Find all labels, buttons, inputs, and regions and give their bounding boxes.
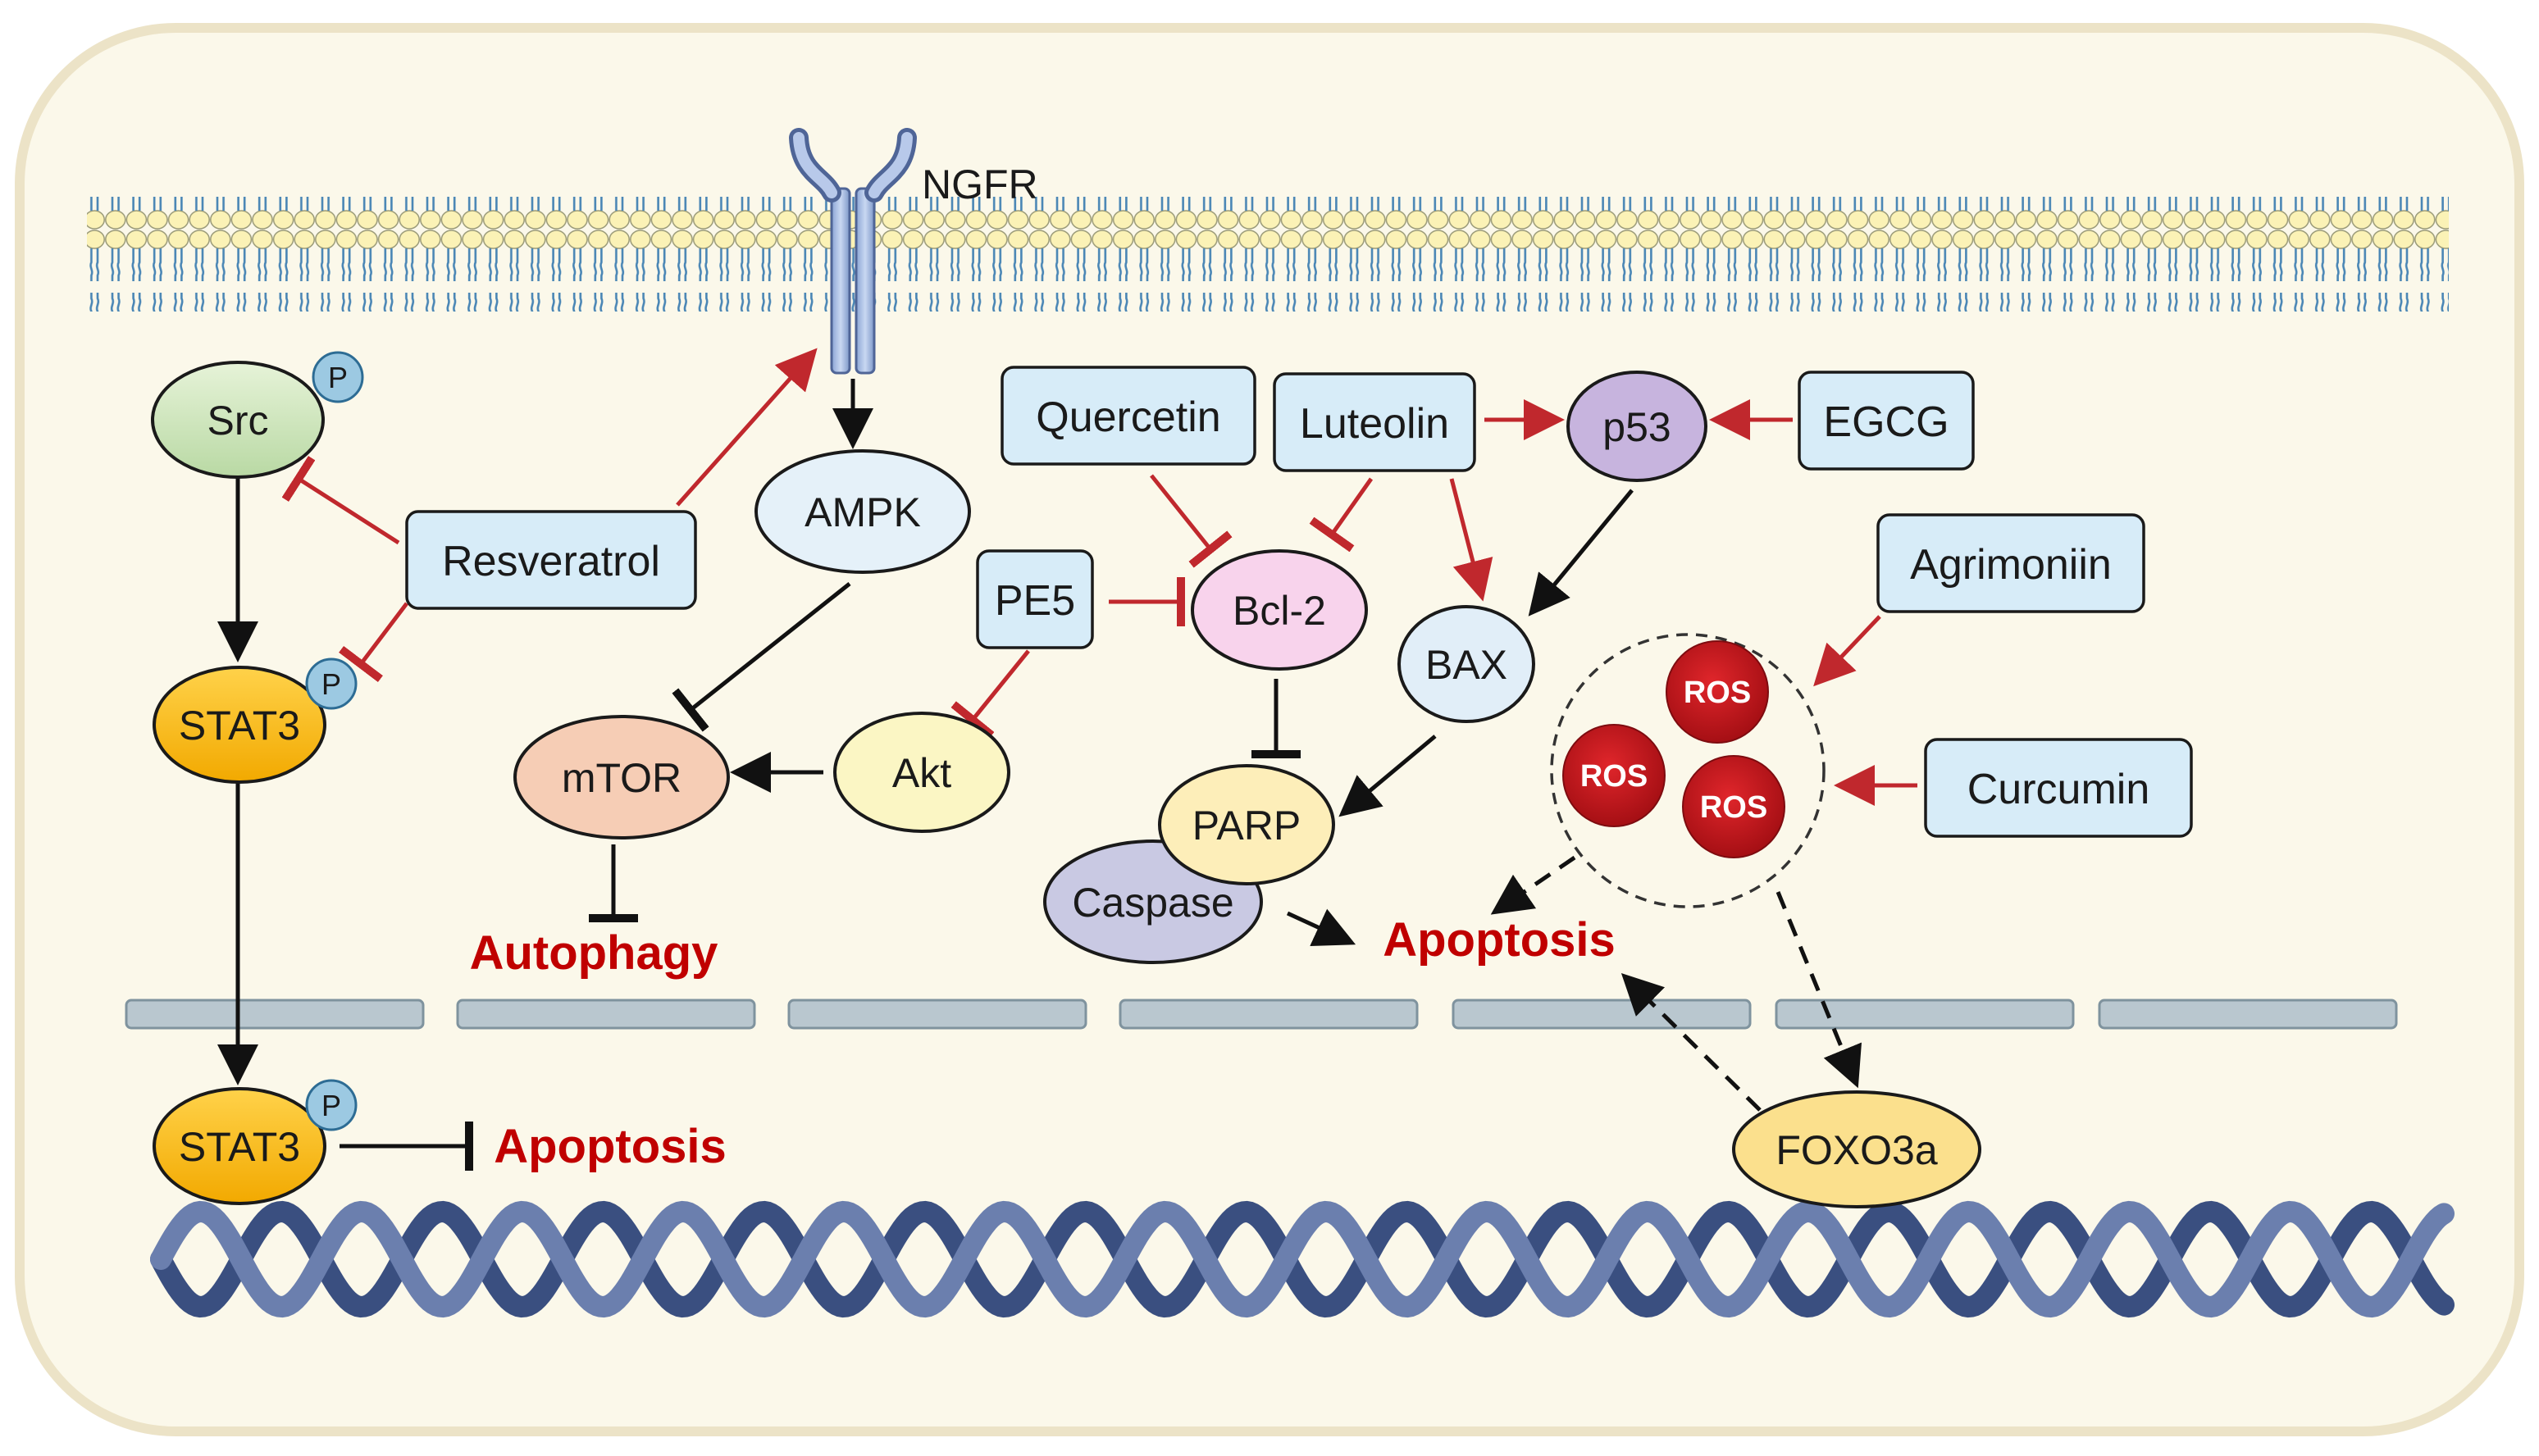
phospho-badge: P <box>305 657 358 710</box>
edge-ampk-mtor <box>672 582 851 732</box>
ros-molecule: ROS <box>1666 640 1769 744</box>
svg-text:P: P <box>321 667 341 701</box>
svg-text:AMPK: AMPK <box>805 489 921 535</box>
svg-text:PE5: PE5 <box>995 577 1075 625</box>
edge-pe5-akt <box>950 649 1030 739</box>
node-p53: p53 <box>1566 371 1707 482</box>
svg-text:EGCG: EGCG <box>1823 398 1949 446</box>
svg-text:Curcumin: Curcumin <box>1967 766 2150 813</box>
svg-text:p53: p53 <box>1602 404 1671 450</box>
edge-ros-apoptosis <box>1490 855 1576 915</box>
edge-quercetin-bcl2 <box>1150 474 1233 568</box>
edge-luteolin-bcl2 <box>1309 477 1374 553</box>
svg-text:PARP: PARP <box>1192 803 1301 849</box>
phospho-badge: P <box>312 351 364 403</box>
svg-text:Resveratrol: Resveratrol <box>442 538 660 585</box>
ros-cluster-boundary <box>1550 633 1826 908</box>
ngfr-receptor <box>789 128 917 375</box>
svg-text:STAT3: STAT3 <box>179 1124 300 1170</box>
svg-text:Src: Src <box>207 398 269 444</box>
edge-bax-parp <box>1338 735 1437 817</box>
edge-foxo3a-apoptosis <box>1620 972 1762 1112</box>
compound-resveratrol: Resveratrol <box>405 510 697 610</box>
svg-text:Agrimoniin: Agrimoniin <box>1910 541 2112 589</box>
edge-luteolin-bax <box>1449 478 1493 602</box>
outcome-autophagy: Autophagy <box>470 926 718 980</box>
compound-curcumin: Curcumin <box>1924 738 2193 838</box>
ros-molecule: ROS <box>1562 724 1666 827</box>
svg-text:ROS: ROS <box>1700 790 1767 825</box>
node-stat3-nucleus: STAT3 <box>153 1087 326 1205</box>
node-ampk: AMPK <box>754 449 971 574</box>
compound-agrimoniin: Agrimoniin <box>1876 513 2145 613</box>
edge-p53-bax <box>1528 489 1634 617</box>
node-foxo3a: FOXO3a <box>1732 1090 1981 1208</box>
ngfr-label: NGFR <box>922 162 1038 207</box>
dna-helix <box>150 1200 2455 1318</box>
phospho-badge: P <box>305 1079 358 1131</box>
ros-molecule: ROS <box>1682 755 1785 858</box>
nuclear-envelope <box>125 999 2398 1030</box>
node-stat3-cytoplasm: STAT3 <box>153 666 326 784</box>
svg-text:Luteolin: Luteolin <box>1300 400 1449 448</box>
svg-text:BAX: BAX <box>1425 642 1507 688</box>
node-src: Src <box>151 361 325 479</box>
svg-text:P: P <box>328 361 348 394</box>
edge-resveratrol-stat3 <box>339 602 408 683</box>
node-akt: Akt <box>833 712 1010 833</box>
svg-text:Caspase: Caspase <box>1072 880 1233 926</box>
edge-resveratrol-ngfr <box>676 348 818 507</box>
node-parp: PARP <box>1158 764 1335 885</box>
edge-caspase-apoptosis <box>1286 908 1356 947</box>
svg-text:Quercetin: Quercetin <box>1036 394 1220 441</box>
edge-ros-foxo3a <box>1775 891 1862 1089</box>
svg-text:ROS: ROS <box>1580 759 1648 794</box>
edge-agrimoniin-ros <box>1813 615 1881 687</box>
cell-membrane <box>87 197 2449 312</box>
compound-egcg: EGCG <box>1798 371 1975 471</box>
svg-text:P: P <box>321 1089 341 1122</box>
node-bax: BAX <box>1397 605 1535 723</box>
outcome-apoptosis-nuclear: Apoptosis <box>494 1120 727 1173</box>
svg-text:Bcl-2: Bcl-2 <box>1233 588 1326 634</box>
svg-text:ROS: ROS <box>1684 676 1751 710</box>
compound-quercetin: Quercetin <box>1001 366 1256 466</box>
svg-text:mTOR: mTOR <box>562 755 681 801</box>
outcome-apoptosis: Apoptosis <box>1383 913 1616 967</box>
svg-text:Akt: Akt <box>892 750 951 796</box>
svg-text:FOXO3a: FOXO3a <box>1775 1127 1937 1173</box>
node-bcl2: Bcl-2 <box>1191 549 1368 671</box>
svg-text:STAT3: STAT3 <box>179 703 300 748</box>
edges <box>217 348 1917 1171</box>
edge-resveratrol-src <box>281 456 400 545</box>
node-mtor: mTOR <box>513 715 730 839</box>
compound-pe5: PE5 <box>976 549 1094 649</box>
compound-luteolin: Luteolin <box>1273 372 1476 472</box>
